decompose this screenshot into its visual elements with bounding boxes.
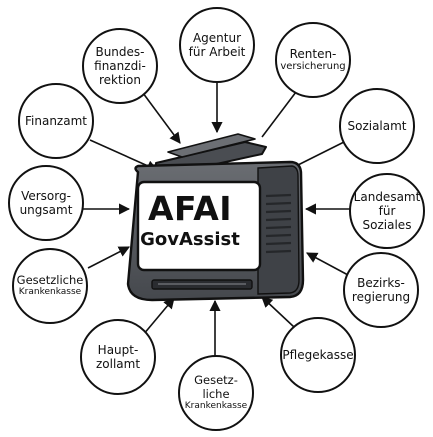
- circle-pflegekasse: [280, 317, 356, 393]
- circle-sozialamt: [339, 88, 415, 164]
- circle-gkv-left: [12, 248, 88, 324]
- node-bezirksregierung: Bezirks-regierung: [351, 275, 411, 304]
- circle-bundesfinanzdirektion: [82, 28, 158, 104]
- device-screen: [136, 180, 262, 272]
- node-bundesfinanzdirektion: Bundes-finanzdi-rektion: [94, 44, 146, 88]
- agency-circles: [8, 7, 425, 431]
- device-side-panel: [257, 165, 300, 295]
- circle-bezirksregierung: [343, 252, 419, 328]
- node-hauptzollamt: Haupt-zollamt: [95, 342, 141, 371]
- device-lid-top: [167, 133, 256, 158]
- device-vents: [265, 193, 292, 254]
- arrow-sozialamt: [297, 140, 347, 166]
- device-subtitle: GovAssist: [140, 229, 240, 250]
- arrow-bezirksregierung: [306, 252, 349, 276]
- node-finanzamt: Finanzamt: [25, 113, 87, 128]
- node-rentenversicherung: Renten-versicherung: [280, 47, 346, 73]
- connector-arrows: [83, 82, 350, 358]
- device-title: AFAI: [147, 189, 233, 228]
- circle-gkv-bottom: [178, 355, 254, 431]
- node-sozialamt: Sozialamt: [347, 118, 407, 133]
- circle-rentenversicherung: [275, 22, 351, 98]
- node-versorgungsamt: Versorg-ungsamt: [19, 188, 73, 217]
- arrow-gkv-left: [87, 246, 130, 269]
- arrow-bundesfinanzdirektion: [139, 88, 181, 144]
- arrow-rentenversicherung: [261, 91, 297, 138]
- circle-agentur-fuer-arbeit: [179, 7, 255, 83]
- arrow-hauptzollamt: [142, 297, 175, 336]
- circle-hauptzollamt: [80, 319, 156, 395]
- circle-versorgungsamt: [8, 165, 84, 241]
- govassist-device: [126, 133, 305, 302]
- circle-landesamt: [349, 173, 425, 249]
- arrow-pflegekasse: [261, 296, 295, 328]
- node-pflegekasse: Pflegekasse: [282, 347, 354, 362]
- circle-finanzamt: [18, 83, 94, 159]
